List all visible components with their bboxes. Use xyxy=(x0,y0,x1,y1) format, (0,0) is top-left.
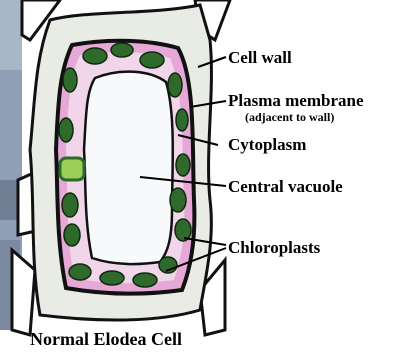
light-chloroplast xyxy=(60,158,84,180)
label-cell-wall: Cell wall xyxy=(228,48,292,67)
label-cytoplasm: Cytoplasm xyxy=(228,135,306,154)
label-central-vacuole: Central vacuole xyxy=(228,177,343,196)
figure-caption: Normal Elodea Cell xyxy=(30,329,182,349)
label-chloroplasts: Chloroplasts xyxy=(228,238,321,257)
label-plasma-membrane: Plasma membrane xyxy=(228,91,364,110)
label-plasma-membrane-note: (adjacent to wall) xyxy=(245,110,334,124)
central-vacuole xyxy=(84,72,173,264)
